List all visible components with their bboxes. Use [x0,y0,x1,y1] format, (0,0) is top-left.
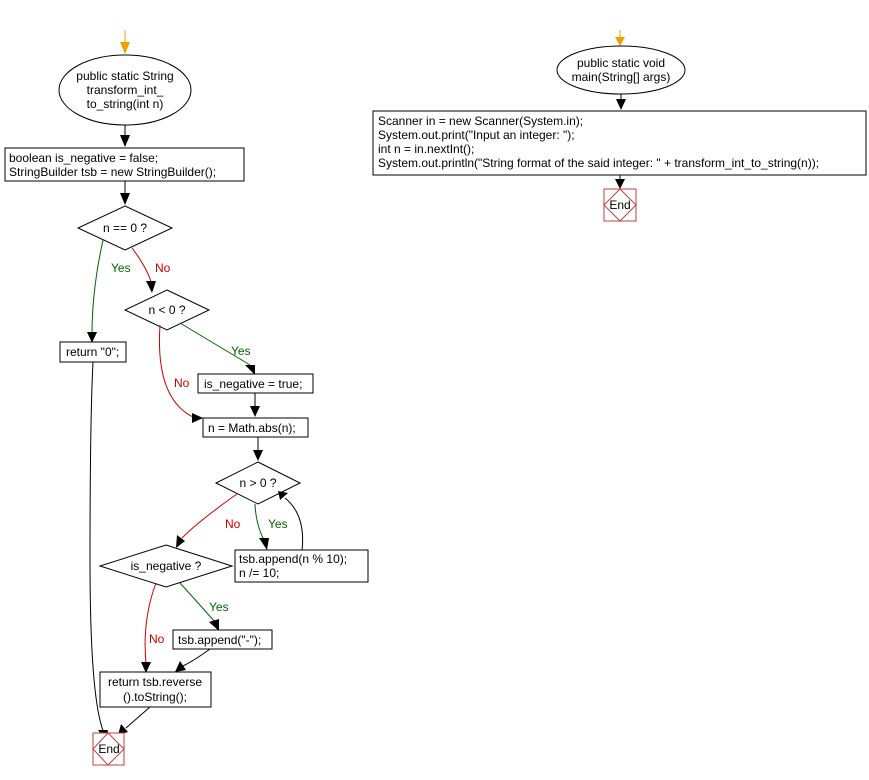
init-line-1: boolean is_negative = false; [9,151,158,165]
return-zero-text: return "0"; [66,345,119,359]
main-body-line-4: System.out.println("String format of the… [378,156,819,170]
cond-loop-no-label: No [225,517,241,531]
right-end-text: End [609,198,630,212]
left-start-line-2: transform_int_ [87,83,164,97]
cond-neg-yes-branch: Yes [179,322,255,375]
left-start-arrow [120,30,130,54]
set-negative-box: is_negative = true; [197,373,314,394]
cond-loop-text: n > 0 ? [239,476,276,490]
math-abs-box: n = Math.abs(n); [202,417,309,438]
cond-isneg-yes-branch: Yes [179,582,229,631]
main-body-box: Scanner in = new Scanner(System.in); Sys… [372,110,867,176]
decision-n-greater-than-zero: n > 0 ? [214,461,302,505]
cond-neg-text: n < 0 ? [148,303,185,317]
right-start-line-1: public static void [577,56,665,70]
loop-body-line-1: tsb.append(n % 10); [239,552,347,566]
decision-is-negative: is_negative ? [98,544,234,588]
arrow-return-to-end [118,706,151,735]
right-start-arrow [615,30,625,46]
left-start-line-3: to_string(int n) [87,97,164,111]
cond-isneg-no-branch: No [141,582,165,673]
left-end-node: End [92,732,125,766]
arrow-abs-to-cond-loop [253,437,263,461]
return-zero-box: return "0"; [59,341,127,363]
init-process-box: boolean is_negative = false; StringBuild… [4,147,245,182]
cond-isneg-text: is_negative ? [131,559,202,573]
main-body-line-3: int n = in.nextInt(); [378,142,474,156]
arrow-append-to-return [175,648,211,672]
loop-body-line-2: n /= 10; [239,566,279,580]
arrow-start-to-init [120,125,130,147]
right-start-line-2: main(String[] args) [572,70,671,84]
cond-isneg-yes-label: Yes [209,600,229,614]
arrow-right-start-to-body [616,94,626,110]
left-end-text: End [98,742,119,756]
loop-body-box: tsb.append(n % 10); n /= 10; [234,549,369,583]
return-result-box: return tsb.reverse ().toString(); [99,671,212,708]
arrow-init-to-cond-zero [120,181,130,205]
main-body-line-1: Scanner in = new Scanner(System.in); [378,114,583,128]
arrow-body-to-right-end [615,175,625,189]
cond-neg-no-branch: No [158,324,203,423]
left-start-line-1: public static String [76,69,173,83]
return-result-line-2: ().toString(); [123,690,187,704]
cond-zero-no-branch: No [131,247,171,293]
cond-zero-text: n == 0 ? [103,221,147,235]
right-start-node: public static void main(String[] args) [556,45,686,95]
cond-zero-yes-branch: Yes [87,239,131,343]
right-end-node: End [603,188,637,222]
decision-n-equals-zero: n == 0 ? [76,205,174,251]
decision-n-less-than-zero: n < 0 ? [123,289,211,331]
cond-zero-no-label: No [155,261,171,275]
cond-loop-no-branch: No [176,493,241,548]
return-result-line-1: return tsb.reverse [108,675,202,689]
init-line-2: StringBuilder tsb = new StringBuilder(); [9,165,216,179]
set-neg-text: is_negative = true; [204,377,302,391]
cond-isneg-no-label: No [149,632,165,646]
cond-loop-yes-branch: Yes [254,503,288,550]
cond-zero-yes-label: Yes [111,261,131,275]
main-body-line-2: System.out.print("Input an integer: "); [378,128,575,142]
arrow-set-neg-to-abs [250,393,260,417]
append-minus-text: tsb.append("-"); [178,633,261,647]
cond-neg-no-label: No [174,376,190,390]
cond-neg-yes-label: Yes [231,344,251,358]
append-minus-box: tsb.append("-"); [172,629,273,650]
left-start-node: public static String transform_int_ to_s… [58,54,192,126]
loop-back-arrow [278,491,304,552]
cond-loop-yes-label: Yes [268,517,288,531]
abs-text: n = Math.abs(n); [208,421,296,435]
